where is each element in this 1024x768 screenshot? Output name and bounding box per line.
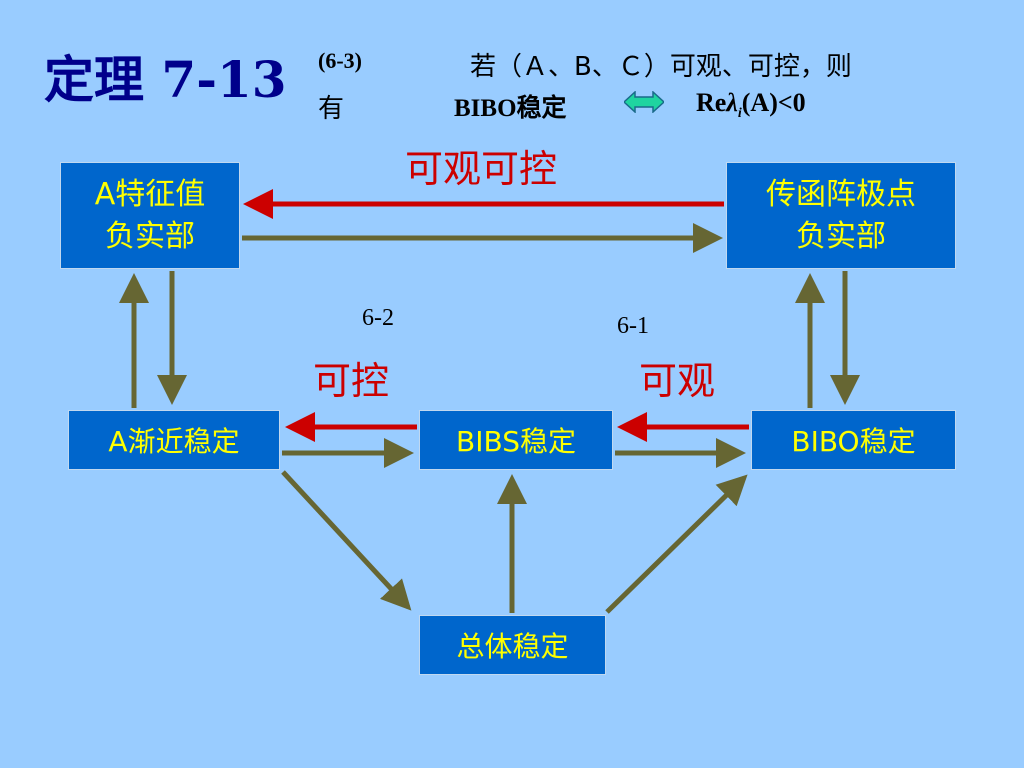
controllable-label: 可控 — [313, 359, 390, 403]
arrow-aasym-to-total — [281, 470, 412, 611]
bibo-stable-label: BIBO稳定 — [791, 425, 916, 458]
you-text: 有 — [318, 94, 345, 124]
ref-6-2-label: 6-2 — [362, 305, 394, 331]
a-eigenvalue-line2: 负实部 — [105, 218, 195, 254]
bibo-stable-box: BIBO稳定 — [751, 410, 956, 470]
total-stable-label: 总体稳定 — [456, 630, 569, 663]
observable-controllable-label: 可观可控 — [405, 147, 558, 191]
bibo-stable-heading: BIBO稳定 — [454, 95, 567, 122]
transfer-pole-line1: 传函阵极点 — [766, 176, 916, 212]
a-asymptotic-stable-box: A渐近稳定 — [68, 410, 280, 470]
total-stable-box: 总体稳定 — [419, 615, 606, 675]
bibs-stable-label: BIBS稳定 — [456, 425, 576, 458]
observable-label: 可观 — [639, 359, 716, 403]
formula-re: Re — [696, 88, 727, 117]
reference-label: (6-3) — [318, 48, 362, 73]
a-eigenvalue-box: A特征值 负实部 — [60, 162, 240, 269]
formula-rest: (A)<0 — [741, 88, 806, 117]
transfer-pole-box: 传函阵极点 负实部 — [726, 162, 956, 269]
a-asymptotic-stable-label: A渐近稳定 — [108, 425, 240, 458]
arrow-total-to-bibo — [605, 474, 748, 614]
transfer-pole-line2: 负实部 — [796, 218, 886, 254]
condition-text: 若（Ａ、B、Ｃ）可观、可控，则 — [470, 52, 852, 82]
double-headed-arrow-icon — [624, 91, 664, 113]
eigenvalue-formula: Reλi(A)<0 — [696, 88, 806, 122]
a-eigenvalue-line1: A特征值 — [94, 176, 206, 212]
formula-subscript: i — [737, 106, 742, 122]
formula-lambda: λ — [726, 88, 738, 117]
bibs-stable-box: BIBS稳定 — [419, 410, 613, 470]
theorem-title: 定理 7-13 — [44, 50, 287, 109]
ref-6-1-label: 6-1 — [617, 313, 649, 339]
